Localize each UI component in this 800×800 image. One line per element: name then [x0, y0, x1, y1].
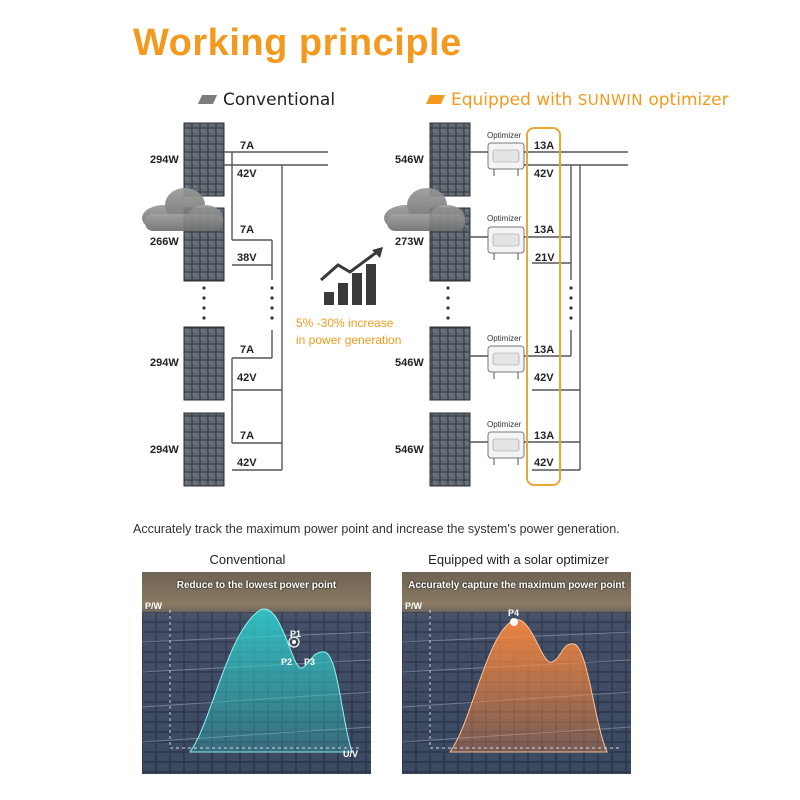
optimizer-devices [488, 143, 524, 465]
conventional-current-3: 7A [240, 344, 254, 356]
optimizer-panel-1 [430, 123, 470, 196]
growth-chart-icon [321, 247, 383, 305]
optimizer-label-3: Optimizer [487, 334, 521, 343]
point-p4-label: P4 [508, 608, 519, 618]
optimizer-current-3: 13A [534, 344, 554, 356]
optimizer-panel-4 [430, 413, 470, 486]
conventional-watt-3: 294W [150, 357, 179, 369]
point-p2-label: P2 [281, 657, 292, 667]
left-photo-title: Conventional [133, 552, 362, 567]
conventional-voltage-1: 42V [237, 168, 257, 180]
conventional-watt-4: 294W [150, 444, 179, 456]
optimizer-panel-3 [430, 327, 470, 400]
left-y-axis-label: P/W [145, 601, 162, 611]
optimizer-label-4: Optimizer [487, 420, 521, 429]
conventional-panel-4 [184, 413, 224, 486]
caption-text: Accurately track the maximum power point… [133, 522, 620, 536]
optimizer-watt-1: 546W [395, 154, 424, 166]
optimizer-voltage-4: 42V [534, 457, 554, 469]
conventional-curve-photo [142, 572, 371, 774]
optimizer-current-2: 13A [534, 224, 554, 236]
conventional-current-1: 7A [240, 140, 254, 152]
optimizer-voltage-3: 42V [534, 372, 554, 384]
optimizer-current-1: 13A [534, 140, 554, 152]
optimizer-curve-photo [402, 572, 631, 774]
optimizer-voltage-1: 42V [534, 168, 554, 180]
conventional-current-2: 7A [240, 224, 254, 236]
power-gain-line-2: in power generation [296, 332, 401, 349]
optimizer-current-4: 13A [534, 430, 554, 442]
conventional-watt-2: 266W [150, 236, 179, 248]
conventional-wiring [224, 152, 328, 470]
conventional-current-4: 7A [240, 430, 254, 442]
right-photo-title: Equipped with a solar optimizer [404, 552, 633, 567]
right-photo-caption: Accurately capture the maximum power poi… [402, 580, 631, 591]
optimizer-label-1: Optimizer [487, 131, 521, 140]
optimizer-watt-2: 273W [395, 236, 424, 248]
power-gain-text: 5% -30% increase in power generation [296, 315, 401, 349]
left-photo-caption: Reduce to the lowest power point [142, 580, 371, 591]
conventional-watt-1: 294W [150, 154, 179, 166]
wiring-diagram [0, 0, 800, 520]
conventional-voltage-3: 42V [237, 372, 257, 384]
conventional-voltage-2: 38V [237, 252, 257, 264]
optimizer-watt-3: 546W [395, 357, 424, 369]
conventional-voltage-4: 42V [237, 457, 257, 469]
left-x-axis-label: U/V [343, 749, 358, 759]
right-y-axis-label: P/W [405, 601, 422, 611]
point-p3-label: P3 [304, 657, 315, 667]
conventional-panel-3 [184, 327, 224, 400]
optimizer-label-2: Optimizer [487, 214, 521, 223]
optimizer-voltage-2: 21V [535, 252, 555, 264]
power-gain-line-1: 5% -30% increase [296, 315, 401, 332]
point-p1-label: P1 [290, 629, 301, 639]
conventional-panel-1 [184, 123, 224, 196]
optimizer-watt-4: 546W [395, 444, 424, 456]
